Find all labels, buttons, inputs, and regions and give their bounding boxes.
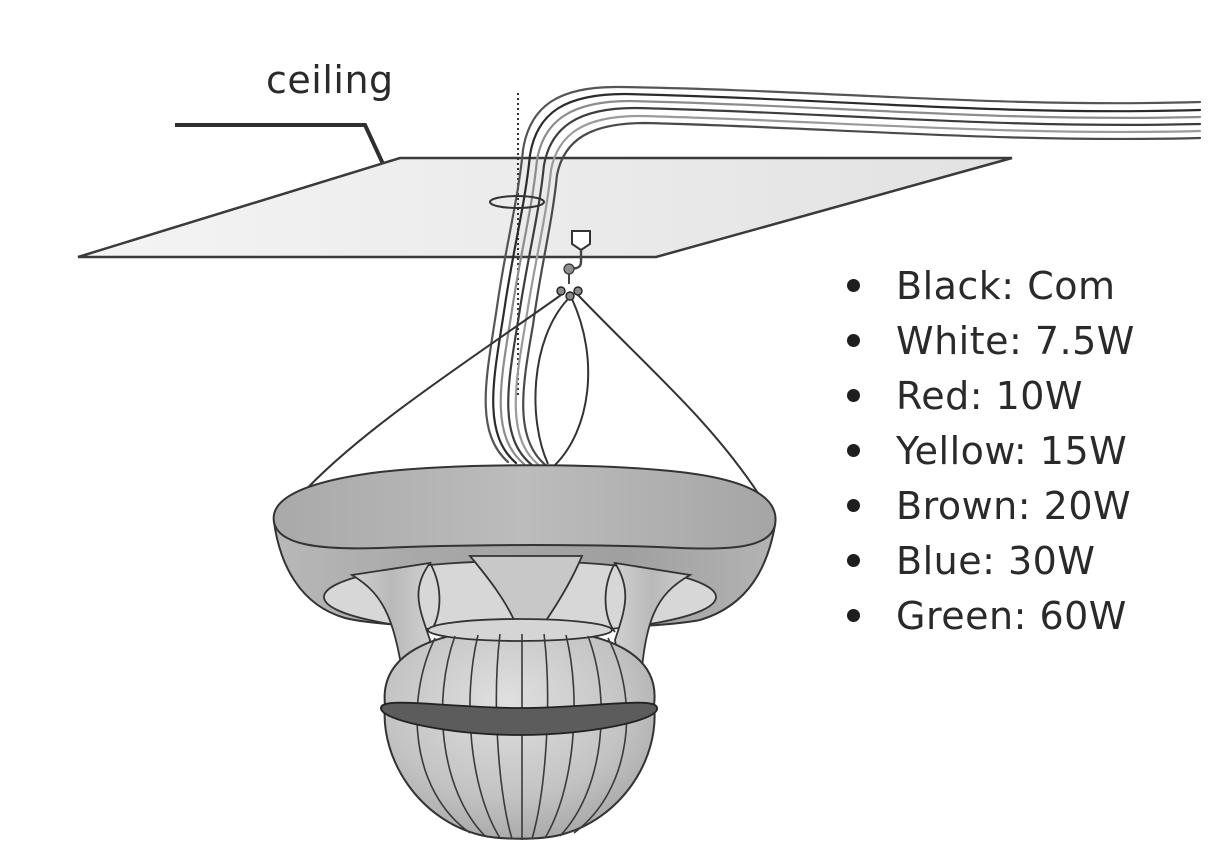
bullet-icon	[847, 609, 860, 622]
legend-item-yellow: Yellow: 15W	[842, 423, 1135, 478]
legend-item-blue: Blue: 30W	[842, 533, 1135, 588]
legend-item-red: Red: 10W	[842, 368, 1135, 423]
legend-text: Red: 10W	[896, 373, 1084, 418]
legend-text: Green: 60W	[896, 593, 1127, 638]
legend-item-brown: Brown: 20W	[842, 478, 1135, 533]
bullet-icon	[847, 499, 860, 512]
legend-text: Blue: 30W	[896, 538, 1096, 583]
wire-color-legend: Black: Com White: 7.5W Red: 10W Yellow: …	[842, 258, 1135, 643]
speaker-globe-opening	[427, 618, 613, 642]
bullet-icon	[847, 554, 860, 567]
pendant-speaker	[272, 464, 777, 840]
bullet-icon	[847, 444, 860, 457]
legend-item-white: White: 7.5W	[842, 313, 1135, 368]
legend-text: Yellow: 15W	[896, 428, 1128, 473]
cable-passthrough-ring	[489, 195, 545, 209]
globe-ribs	[416, 633, 628, 840]
bullet-icon	[847, 389, 860, 402]
ceiling-label: ceiling	[266, 58, 394, 102]
mounting-hook	[556, 230, 591, 301]
legend-item-green: Green: 60W	[842, 588, 1135, 643]
bullet-icon	[847, 279, 860, 292]
legend-text: Brown: 20W	[896, 483, 1132, 528]
legend-item-black: Black: Com	[842, 258, 1135, 313]
legend-text: Black: Com	[896, 263, 1116, 308]
speaker-equator-band	[380, 701, 658, 736]
legend-text: White: 7.5W	[896, 318, 1135, 363]
suspension-wires	[299, 294, 761, 497]
bullet-icon	[847, 334, 860, 347]
speaker-rim-top	[272, 464, 777, 550]
